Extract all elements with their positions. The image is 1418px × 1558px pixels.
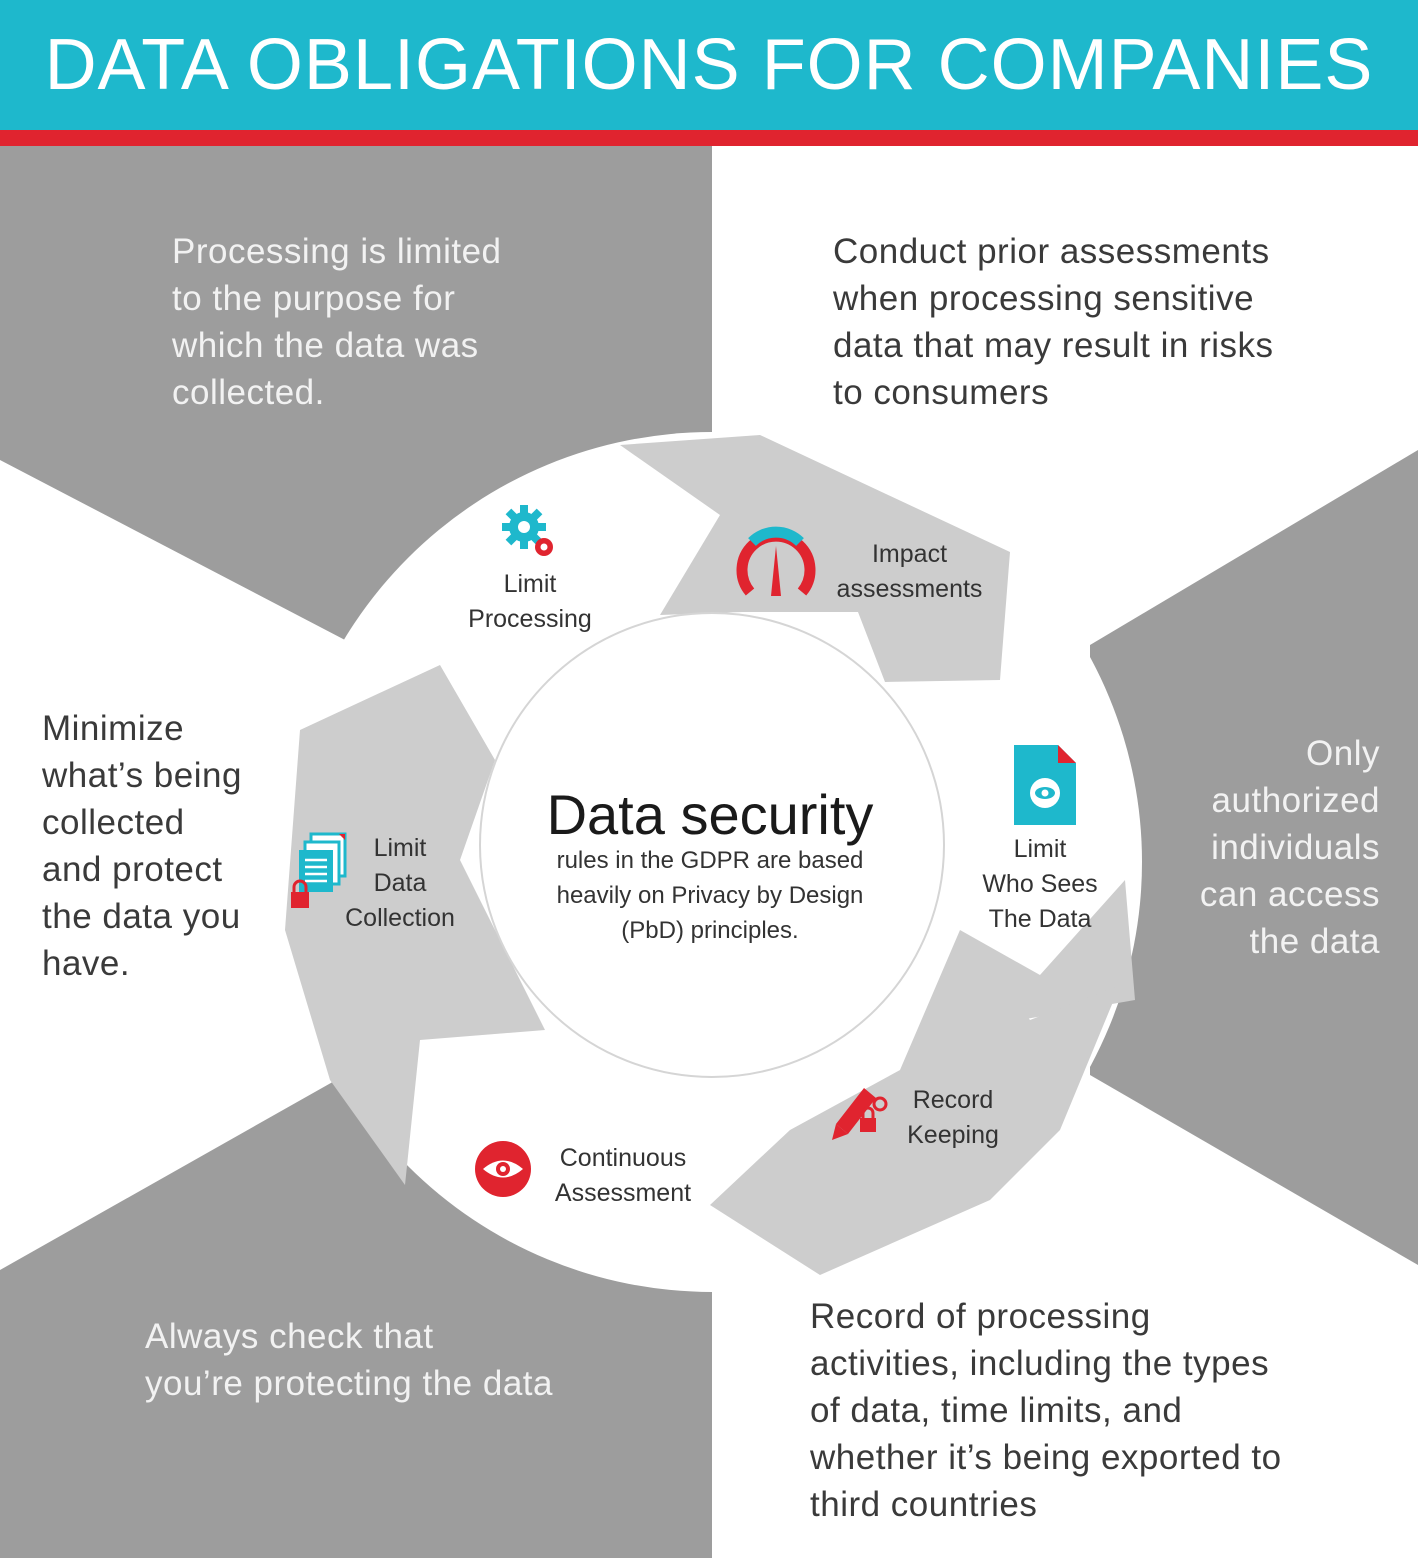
- ring-segment-record: [710, 930, 1120, 1275]
- segment-label-limit-data-collection: Limit Data Collection: [345, 834, 455, 932]
- segment-label-impact-assessments: Impact assessments: [836, 540, 983, 603]
- center-subtitle: rules in the GDPR are based heavily on P…: [556, 847, 864, 944]
- pencil-lock-icon: [832, 1088, 888, 1140]
- gauge-icon: [736, 526, 816, 596]
- description-record-keeping: Record of processing activities, includi…: [810, 1297, 1282, 1524]
- segment-label-record-keeping: Record Keeping: [907, 1086, 999, 1149]
- gears-icon: [502, 505, 553, 556]
- center-title: Data security: [546, 783, 874, 846]
- segment-label-limit-processing: Limit Processing: [468, 570, 592, 633]
- segment-label-continuous-assessment: Continuous Assessment: [554, 1144, 692, 1207]
- ring-segment-who-sees: [960, 880, 1135, 1020]
- header-divider: [0, 130, 1418, 146]
- ring-segment-impact: [620, 435, 1010, 682]
- description-impact-assessments: Conduct prior assessments when processin…: [833, 232, 1274, 412]
- documents-lock-icon: [291, 832, 347, 908]
- segment-label-limit-who-sees: Limit Who Sees The Data: [982, 835, 1098, 933]
- panel-right: [1090, 450, 1418, 1265]
- ring-segment-collection: [285, 665, 545, 1185]
- page-title: DATA OBLIGATIONS FOR COMPANIES: [44, 25, 1374, 105]
- eye-icon: [475, 1141, 531, 1197]
- description-limit-processing: Processing is limited to the purpose for…: [172, 232, 502, 412]
- description-continuous-assessment: Always check that you’re protecting the …: [145, 1317, 553, 1403]
- header-banner: [0, 0, 1418, 130]
- document-eye-icon: [1014, 745, 1076, 825]
- description-limit-who-sees: Only authorized individuals can access t…: [1199, 734, 1380, 961]
- ring-inner: [479, 612, 945, 1078]
- description-limit-data-collection: Minimize what’s being collected and prot…: [42, 709, 242, 983]
